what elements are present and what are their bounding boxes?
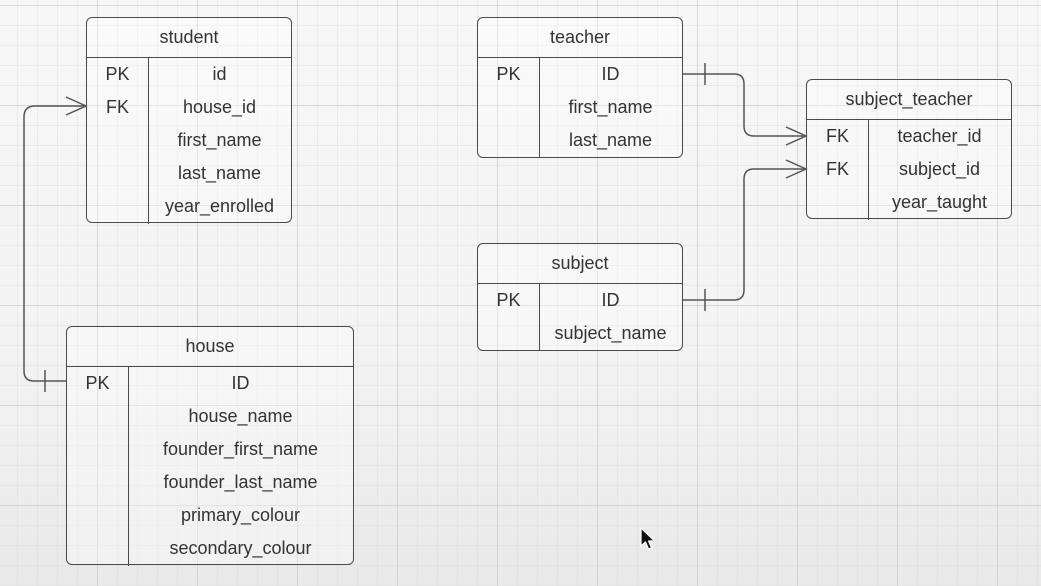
field-row[interactable]: house_name (67, 401, 353, 434)
field-name: subject_id (898, 159, 981, 179)
field-row[interactable]: first_name (87, 125, 291, 158)
field-name: last_name (177, 163, 262, 183)
field-row[interactable]: subject_name (478, 318, 682, 351)
field-name: ID (601, 290, 620, 310)
entity-title: subject (478, 244, 682, 284)
key-label (478, 318, 539, 351)
field-name: id (212, 64, 227, 84)
key-label: PK (85, 373, 110, 393)
entity-fields: PK ID subject_name (478, 284, 682, 351)
field-name: house_name (188, 406, 293, 426)
field-row[interactable]: FK subject_id (807, 154, 1011, 187)
key-label (67, 500, 128, 533)
key-label (87, 191, 148, 224)
field-row[interactable]: PK ID (67, 368, 353, 401)
entity-house[interactable]: house PK ID house_name founder_first_nam… (66, 326, 354, 566)
field-row[interactable]: founder_first_name (67, 434, 353, 467)
entity-fields: PK id FK house_id first_name last_name y… (87, 58, 291, 224)
field-name: subject_name (554, 323, 667, 343)
field-row[interactable]: PK ID (478, 285, 682, 318)
key-label: FK (825, 159, 849, 179)
key-label (67, 434, 128, 467)
field-row[interactable]: founder_last_name (67, 467, 353, 500)
key-label (67, 467, 128, 500)
entity-subject[interactable]: subject PK ID subject_name (477, 243, 683, 351)
key-label: FK (105, 97, 129, 117)
field-name: year_enrolled (164, 196, 275, 216)
field-name: ID (231, 373, 250, 393)
field-row[interactable]: secondary_colour (67, 533, 353, 566)
field-name: primary_colour (180, 505, 301, 525)
key-label (478, 125, 539, 158)
field-row[interactable]: FK house_id (87, 92, 291, 125)
mouse-pointer-icon (640, 527, 656, 550)
field-name: house_id (182, 97, 257, 117)
entity-student[interactable]: student PK id FK house_id first_name las… (86, 17, 292, 224)
key-label (478, 92, 539, 125)
key-label (87, 158, 148, 191)
field-name: teacher_id (897, 126, 982, 146)
entity-teacher[interactable]: teacher PK ID first_name last_name (477, 17, 683, 158)
entity-title: subject_teacher (807, 80, 1011, 120)
entity-fields: PK ID first_name last_name (478, 58, 682, 158)
field-row[interactable]: first_name (478, 92, 682, 125)
key-label: FK (825, 126, 849, 146)
field-name: first_name (568, 97, 653, 117)
field-name: founder_last_name (163, 472, 318, 492)
connector-line (683, 73, 806, 137)
field-row[interactable]: PK ID (478, 59, 682, 92)
field-name: first_name (177, 130, 262, 150)
entity-fields: FK teacher_id FK subject_id year_taught (807, 120, 1011, 220)
field-row[interactable]: year_taught (807, 187, 1011, 220)
key-label (67, 401, 128, 434)
connector-line (683, 168, 806, 301)
field-row[interactable]: year_enrolled (87, 191, 291, 224)
key-label: PK (105, 64, 130, 84)
field-row[interactable]: FK teacher_id (807, 121, 1011, 154)
entity-title: house (67, 327, 353, 367)
key-label (67, 533, 128, 566)
entity-fields: PK ID house_name founder_first_name foun… (67, 367, 353, 566)
connector-line (23, 105, 86, 382)
field-name: year_taught (891, 192, 988, 212)
key-label (807, 187, 868, 220)
field-name: founder_first_name (162, 439, 319, 459)
key-label: PK (496, 290, 521, 310)
entity-title: teacher (478, 18, 682, 58)
field-row[interactable]: primary_colour (67, 500, 353, 533)
field-name: last_name (568, 130, 653, 150)
entity-subject-teacher[interactable]: subject_teacher FK teacher_id FK subject… (806, 79, 1012, 220)
field-row[interactable]: PK id (87, 59, 291, 92)
key-label: PK (496, 64, 521, 84)
entity-title: student (87, 18, 291, 58)
field-name: ID (601, 64, 620, 84)
field-row[interactable]: last_name (478, 125, 682, 158)
field-row[interactable]: last_name (87, 158, 291, 191)
relationship-subject-subject-teacher[interactable] (683, 159, 808, 311)
field-name: secondary_colour (169, 538, 312, 558)
key-label (87, 125, 148, 158)
relationship-teacher-subject-teacher[interactable] (683, 63, 808, 146)
